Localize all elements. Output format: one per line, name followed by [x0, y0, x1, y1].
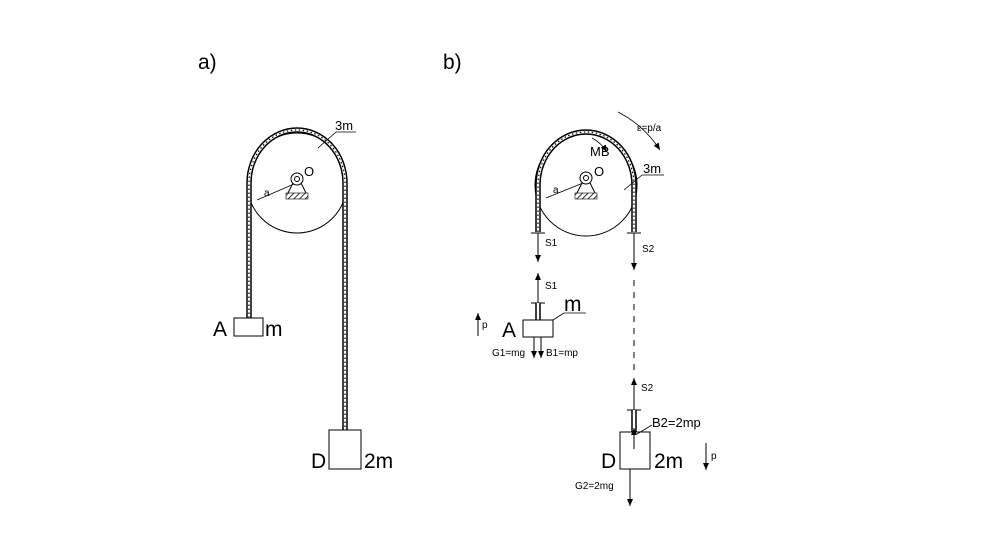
block-d	[328, 429, 362, 470]
rope	[246, 127, 348, 430]
block-a-b	[522, 319, 554, 338]
panel-a-label: a)	[198, 51, 217, 74]
block-d-b-name: D	[601, 450, 616, 473]
block-a-mass: m	[265, 318, 283, 341]
inertia-d-label: B2=2mp	[652, 415, 701, 430]
moment-arrow	[591, 137, 608, 153]
center-label: O	[304, 164, 314, 179]
block-a-b-mass: m	[564, 293, 582, 316]
panel-b-label: b)	[443, 51, 462, 74]
radius-line-b	[545, 182, 584, 199]
accel-d-label: p	[711, 451, 717, 462]
tension-s1-top-label: S1	[545, 238, 558, 249]
moment-label: MB	[590, 144, 610, 159]
panel-b: b) ε=p/a MB O a 3m	[443, 51, 717, 506]
accel-a-label: p	[482, 320, 488, 331]
radius-label: a	[264, 188, 270, 199]
block-d-name: D	[311, 450, 326, 473]
block-a-b-name: A	[502, 319, 516, 342]
weight-d-label: G2=2mg	[575, 481, 614, 492]
block-d-mass: 2m	[364, 450, 393, 473]
inertia-a-label: B1=mp	[546, 348, 578, 359]
rope-b	[535, 129, 637, 232]
pulley-mass-label: 3m	[335, 118, 353, 133]
radius-line	[256, 183, 295, 201]
block-d-b	[619, 431, 651, 470]
tension-s1-bottom-label: S1	[545, 281, 558, 292]
tension-s2-top-label: S2	[642, 244, 655, 255]
pulley-mass-leader	[317, 131, 337, 149]
pin-support	[285, 172, 309, 200]
pulley-mass-leader-b	[623, 174, 643, 191]
center-label-b: O	[594, 164, 604, 179]
block-a	[233, 317, 264, 337]
block-a-mass-leader	[552, 312, 565, 321]
panel-a: a) O a 3m A m D 2m	[198, 51, 393, 473]
block-a-name: A	[213, 318, 227, 341]
pulley-mass-label-b: 3m	[643, 161, 661, 176]
block-d-b-mass: 2m	[654, 450, 683, 473]
angular-accel-label: ε=p/a	[637, 123, 662, 134]
tension-s2-bottom-label: S2	[641, 383, 654, 394]
radius-label-b: a	[553, 185, 559, 196]
weight-a-label: G1=mg	[492, 348, 525, 359]
angular-accel-arrow	[617, 111, 661, 151]
pin-support-b	[574, 171, 598, 200]
